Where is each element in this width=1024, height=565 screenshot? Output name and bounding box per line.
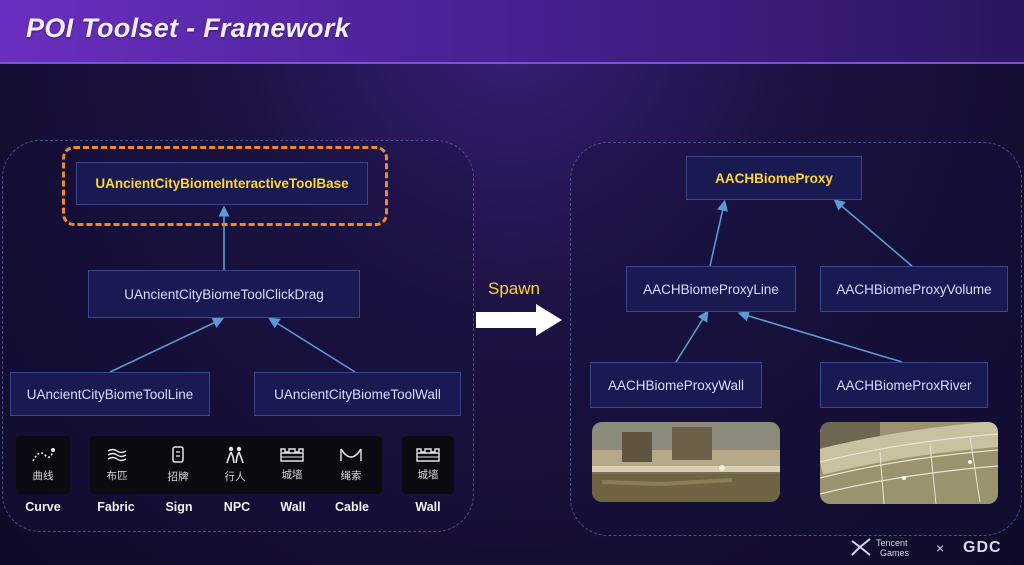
curve-icon	[32, 448, 55, 462]
tool-npc[interactable]: 行人	[215, 439, 255, 491]
spawn-arrow-icon	[476, 304, 562, 336]
npc-icon	[226, 446, 244, 464]
arrow-line-to-proxy	[709, 199, 728, 267]
tencent-games-logo-line1: Tencent	[876, 538, 908, 548]
arrow-line-to-clickdrag	[109, 317, 225, 373]
arrow-wall-to-line	[675, 310, 709, 363]
tool-group-box	[90, 436, 382, 494]
river-preview-image	[820, 422, 998, 504]
node-biome-proxy-volume: AACHBiomeProxyVolume	[820, 266, 1008, 312]
tool-sign[interactable]: 招牌	[158, 439, 198, 491]
tool-label-fabric: Fabric	[97, 500, 135, 514]
base-highlight-frame	[62, 146, 388, 226]
tool-fabric-cn: 布匹	[106, 470, 128, 482]
sign-icon	[172, 446, 184, 463]
wall-preview-image	[592, 422, 780, 502]
node-tool-wall: UAncientCityBiomeToolWall	[254, 372, 461, 416]
cable-icon	[340, 448, 362, 461]
wall-icon	[416, 448, 440, 462]
curve-tool-box	[16, 436, 70, 494]
tool-curve[interactable]: 曲线	[23, 439, 63, 491]
tool-cable-cn: 绳索	[340, 470, 362, 482]
tool-cable[interactable]: 绳索	[331, 439, 371, 491]
tool-fabric[interactable]: 布匹	[97, 439, 137, 491]
spawn-label: Spawn	[488, 279, 540, 298]
times-separator: ×	[936, 540, 945, 556]
arrow-volume-to-proxy	[833, 199, 913, 267]
tool-label-cable: Cable	[334, 500, 370, 514]
tool-wall-cn: 城墙	[281, 469, 303, 481]
node-biome-proxy-line: AACHBiomeProxyLine	[626, 266, 796, 312]
node-biome-proxy: AACHBiomeProxy	[686, 156, 862, 200]
tencent-games-logo-icon	[851, 538, 871, 556]
arrow-wall-to-clickdrag	[268, 317, 356, 373]
tencent-games-logo-line2: Games	[880, 548, 910, 558]
wall-tool-box	[402, 436, 454, 494]
tool-npc-cn: 行人	[224, 471, 246, 483]
tool-label-sign: Sign	[165, 500, 193, 514]
node-interactive-tool-base: UAncientCityBiomeInteractiveToolBase	[76, 162, 368, 205]
tool-wall-2[interactable]: 城墙	[408, 439, 448, 491]
fabric-icon	[107, 448, 127, 462]
wall-icon	[280, 448, 304, 462]
tool-label-curve: Curve	[25, 500, 61, 514]
tool-label-npc: NPC	[223, 500, 251, 514]
arrow-river-to-line	[737, 310, 903, 363]
tool-sign-cn: 招牌	[167, 471, 189, 483]
tool-label-wall: Wall	[280, 500, 306, 514]
tool-curve-cn: 曲线	[32, 470, 54, 482]
gdc-logo: GDC	[963, 539, 1002, 556]
title-bar: POI Toolset - Framework	[0, 0, 1024, 64]
node-biome-prox-river: AACHBiomeProxRiver	[820, 362, 988, 408]
tool-label-wall-2: Wall	[415, 500, 441, 514]
node-biome-proxy-wall: AACHBiomeProxyWall	[590, 362, 762, 408]
node-tool-line: UAncientCityBiomeToolLine	[10, 372, 210, 416]
tool-wall-2-cn: 城墙	[417, 469, 439, 481]
tool-wall[interactable]: 城墙	[272, 439, 312, 491]
node-tool-click-drag: UAncientCityBiomeToolClickDrag	[88, 270, 360, 318]
slide-title: POI Toolset - Framework	[26, 13, 350, 43]
